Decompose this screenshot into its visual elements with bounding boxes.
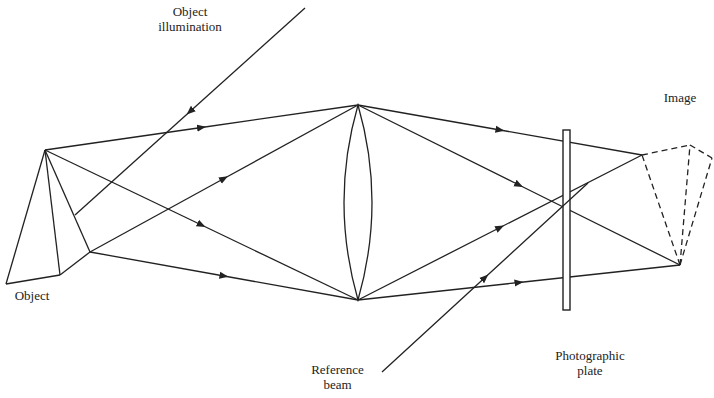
beam-label: Reference beam — [300, 362, 375, 392]
image-rays — [358, 105, 680, 300]
reference-beam — [382, 183, 588, 372]
photographic-plate — [563, 130, 570, 310]
beam-label: Object illumination — [140, 4, 240, 34]
image-label: Image — [655, 90, 705, 105]
object-pyramid — [6, 150, 90, 284]
object-label: Object — [2, 288, 62, 303]
illumination-beam — [75, 8, 305, 215]
virtual-image — [642, 145, 712, 265]
object-rays — [45, 105, 358, 300]
lens — [344, 105, 372, 300]
plate-label: Photographic plate — [545, 348, 635, 378]
